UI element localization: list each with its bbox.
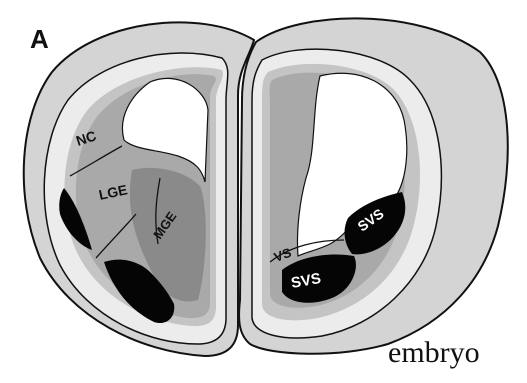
- right-hemisphere: VS SVS SVS: [239, 18, 508, 353]
- left-hemisphere: NC LGE MGE: [24, 22, 254, 356]
- panel-letter: A: [30, 24, 49, 55]
- caption-text: embryo: [388, 336, 480, 370]
